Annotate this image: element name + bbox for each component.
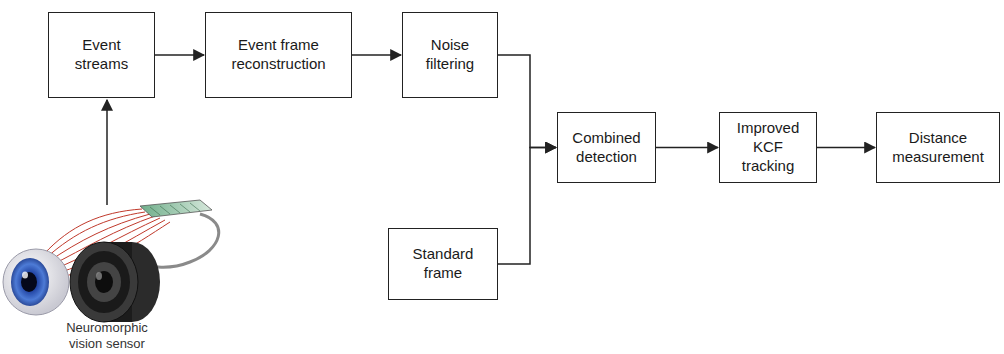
chip-traces	[150, 203, 200, 215]
box-text: Noise filtering	[411, 36, 489, 74]
process-box: Event frame reconstruction	[205, 12, 352, 98]
box-text: Event frame reconstruction	[214, 36, 343, 74]
sensor-label: Neuromorphic vision sensor	[52, 320, 162, 351]
box-text: Standard frame	[397, 245, 489, 283]
flow-arrow	[498, 148, 556, 265]
process-box: Combined detection	[557, 112, 656, 183]
flow-arrow	[498, 55, 556, 148]
box-text: Improved KCF tracking	[728, 119, 808, 175]
box-text: Combined detection	[566, 129, 647, 167]
flow-arrow	[155, 54, 204, 56]
process-box: Standard frame	[388, 228, 498, 300]
box-text: Event streams	[57, 36, 146, 74]
sensor-chip	[140, 200, 212, 217]
process-box: Improved KCF tracking	[719, 112, 817, 183]
process-box: Event streams	[48, 12, 155, 98]
box-text: Distance measurement	[885, 129, 991, 167]
flow-arrow	[817, 147, 875, 149]
camera-body	[70, 242, 160, 322]
flow-arrow	[352, 54, 401, 56]
process-box: Noise filtering	[402, 12, 498, 98]
flow-arrow	[656, 147, 718, 149]
eye	[3, 249, 69, 315]
sensor-arrow	[106, 100, 108, 205]
process-box: Distance measurement	[876, 112, 1000, 183]
